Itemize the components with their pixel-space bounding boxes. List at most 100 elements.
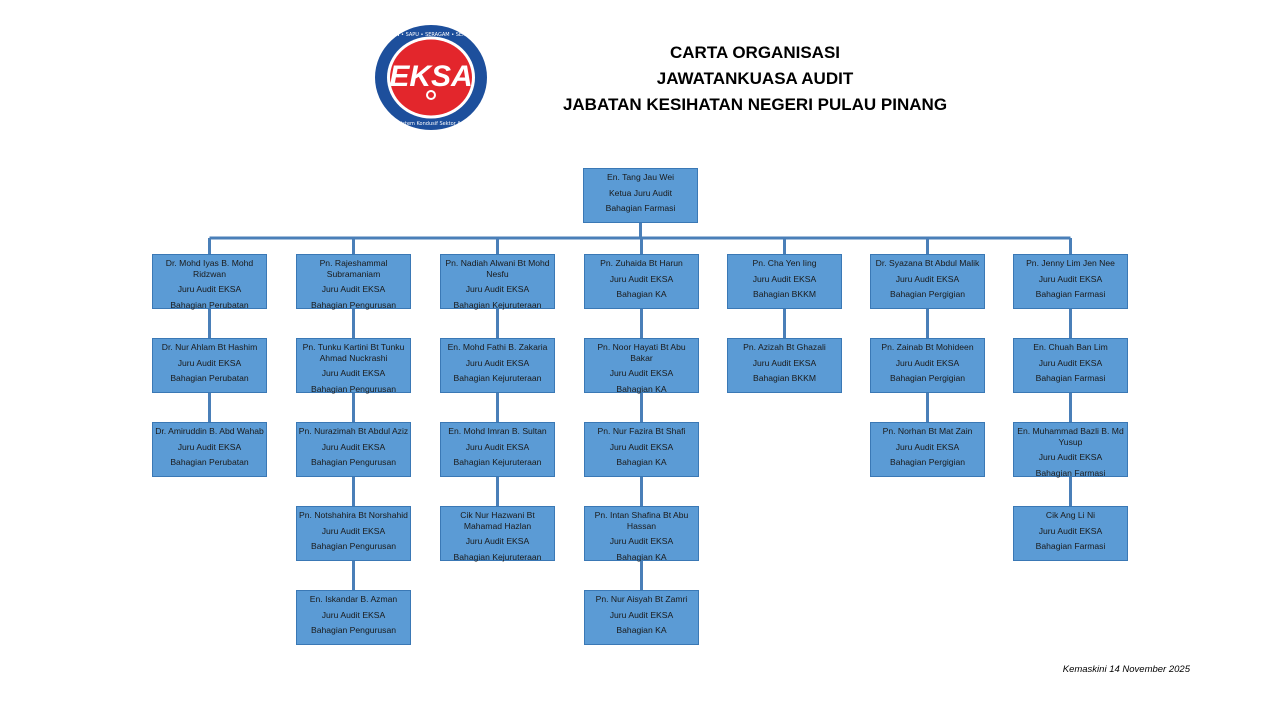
member-name: Cik Ang Li Ni: [1045, 510, 1096, 520]
member-name: Pn. Norhan Bt Mat Zain: [882, 426, 973, 436]
member-name: Dr. Syazana Bt Abdul Malik: [875, 258, 980, 268]
eksa-logo: EKSA ISIH • SUSUN • SAPU • SERAGAM • SEN…: [366, 23, 496, 132]
member-role: Juru Audit EKSA: [895, 357, 960, 368]
member-dept: Bahagian Pengurusan: [310, 383, 397, 394]
chart-title: CARTA ORGANISASI JAWATANKUASA AUDIT JABA…: [540, 40, 970, 118]
member-box: Pn. Tunku Kartini Bt Tunku Ahmad Nuckras…: [296, 338, 411, 394]
member-dept: Bahagian Kejuruteraan: [453, 457, 542, 467]
member-name: En. Iskandar B. Azman: [309, 594, 398, 604]
member-role: Juru Audit EKSA: [321, 609, 386, 620]
member-role: Juru Audit EKSA: [609, 609, 674, 620]
title-line-3: JABATAN KESIHATAN NEGERI PULAU PINANG: [562, 95, 948, 114]
member-name: Dr. Nur Ahlam Bt Hashim: [161, 342, 258, 352]
last-updated: Kemaskini 14 November 2025: [1062, 664, 1190, 675]
member-role: Juru Audit EKSA: [1038, 525, 1103, 536]
title-line-1: CARTA ORGANISASI: [670, 43, 840, 62]
member-dept: Bahagian KA: [616, 625, 667, 635]
member-name: Pn. Zuhaida Bt Harun: [600, 258, 683, 268]
member-dept: Bahagian Perubatan: [170, 373, 249, 383]
member-dept: Bahagian Pergigian: [889, 373, 965, 383]
member-name: En. Chuah Ban Lim: [1033, 342, 1108, 352]
member-dept: Bahagian Perubatan: [170, 299, 249, 310]
member-dept: Bahagian Pergigian: [889, 457, 965, 467]
member-role: Juru Audit EKSA: [465, 536, 530, 546]
member-role: Juru Audit EKSA: [177, 357, 242, 368]
member-role: Juru Audit EKSA: [177, 284, 242, 294]
member-role: Juru Audit EKSA: [177, 441, 242, 452]
member-name: Dr. Amiruddin B. Abd Wahab: [155, 426, 264, 436]
member-role: Ketua Juru Audit: [608, 187, 673, 198]
member-role: Juru Audit EKSA: [752, 273, 817, 284]
member-role: Juru Audit EKSA: [609, 368, 674, 378]
member-dept: Bahagian Farmasi: [1035, 289, 1106, 299]
member-name: Pn. Jenny Lim Jen Nee: [1026, 258, 1115, 268]
svg-text:EKSA: EKSA: [389, 60, 472, 93]
member-role: Juru Audit EKSA: [465, 357, 530, 368]
member-name: En. Mohd Imran B. Sultan: [448, 426, 547, 436]
member-name: Pn. Rajeshammal Subramaniam: [319, 258, 388, 279]
member-dept: Bahagian Kejuruteraan: [453, 373, 542, 383]
member-name: Pn. Nadiah Alwani Bt Mohd Nesfu: [445, 258, 550, 279]
member-name: Pn. Zainab Bt Mohideen: [881, 342, 974, 352]
member-name: Cik Nur Hazwani Bt Mahamad Hazlan: [460, 510, 535, 531]
member-dept: Bahagian BKKM: [752, 373, 817, 383]
member-dept: Bahagian KA: [616, 457, 667, 467]
member-role: Juru Audit EKSA: [321, 368, 386, 378]
member-dept: Bahagian Pengurusan: [310, 457, 397, 467]
member-name: En. Mohd Fathi B. Zakaria: [447, 342, 548, 352]
member-name: Pn. Nurazimah Bt Abdul Aziz: [298, 426, 409, 436]
member-name: Pn. Azizah Bt Ghazali: [743, 342, 826, 352]
member-dept: Bahagian Farmasi: [1035, 373, 1106, 383]
member-dept: Bahagian Perubatan: [170, 457, 249, 467]
member-dept: Bahagian Pengurusan: [310, 541, 397, 551]
member-role: Juru Audit EKSA: [321, 284, 386, 294]
member-box: Cik Ang Li Ni Juru Audit EKSA Bahagian Far…: [1013, 506, 1128, 561]
member-dept: Bahagian BKKM: [752, 289, 817, 299]
member-dept: Bahagian KA: [616, 289, 667, 299]
title-line-2: JAWATANKUASA AUDIT: [656, 69, 854, 88]
member-name: Pn. Nur Fazira Bt Shafi: [597, 426, 686, 436]
member-role: Juru Audit EKSA: [465, 284, 530, 294]
member-name: Pn. Tunku Kartini Bt Tunku Ahmad Nuckras…: [302, 342, 405, 363]
member-dept: Bahagian Pergigian: [889, 289, 965, 299]
member-name: Pn. Nur Aisyah Bt Zamri: [595, 594, 688, 604]
member-dept: Bahagian KA: [616, 383, 667, 394]
member-role: Juru Audit EKSA: [895, 441, 960, 452]
member-role: Juru Audit EKSA: [1038, 452, 1103, 462]
member-dept: Bahagian Farmasi: [1035, 541, 1106, 551]
member-name: En. Tang Jau Wei: [606, 172, 675, 182]
member-role: Juru Audit EKSA: [1038, 273, 1103, 284]
member-role: Juru Audit EKSA: [609, 441, 674, 452]
member-name: Dr. Mohd Iyas B. Mohd Ridzwan: [165, 258, 254, 279]
svg-text:Ekosistem Kondusif Sektor Awam: Ekosistem Kondusif Sektor Awam: [389, 121, 472, 127]
member-dept: Bahagian KA: [616, 551, 667, 562]
member-dept: Bahagian Farmasi: [605, 203, 676, 213]
member-role: Juru Audit EKSA: [609, 536, 674, 546]
member-name: Pn. Intan Shafina Bt Abu Hassan: [594, 510, 689, 531]
member-dept: Bahagian Kejuruteraan: [453, 551, 542, 562]
member-role: Juru Audit EKSA: [895, 273, 960, 284]
member-name: Pn. Noor Hayati Bt Abu Bakar: [597, 342, 686, 363]
